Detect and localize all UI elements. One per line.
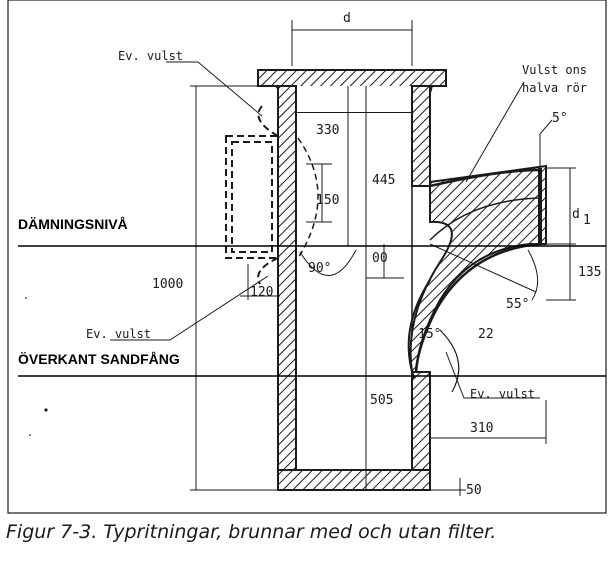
label-ev-vulst-left: Ev. vulst — [86, 327, 151, 341]
label-dim-55deg: 55° — [506, 297, 529, 312]
dimension-lines — [190, 20, 576, 496]
label-dim-505: 505 — [370, 393, 393, 408]
left-side-outlet — [225, 105, 279, 285]
label-overkant-sandfang: ÖVERKANT SANDFÅNG — [18, 351, 180, 367]
label-damningsniva: DÄMNINGSNIVÅ — [18, 216, 128, 232]
label-dim-5deg: 5° — [552, 111, 568, 126]
label-ev-vulst-bottom: Ev. vulst — [470, 387, 535, 401]
label-dim-135: 135 — [578, 265, 601, 280]
label-vulst-right-2: halva rör — [522, 81, 587, 95]
shaft-walls — [257, 69, 447, 491]
label-dim-90deg: 90° — [308, 261, 331, 276]
leader-lines — [110, 61, 540, 399]
label-dim-150: 150 — [316, 193, 339, 208]
label-dim-50: 50 — [466, 483, 482, 498]
label-dim-15deg: 15° — [418, 327, 441, 342]
right-bend-branch — [407, 164, 547, 393]
label-dim-330: 330 — [316, 123, 339, 138]
label-d: d — [343, 11, 351, 26]
speck — [25, 297, 27, 299]
speck — [44, 408, 48, 412]
label-dim-d1-sub: 1 — [583, 213, 591, 228]
inner-bend-outline — [297, 137, 319, 259]
label-dim-120: 120 — [250, 285, 273, 300]
label-dim-00: 00 — [372, 251, 388, 266]
speck — [29, 434, 31, 436]
label-dim-d1: d — [572, 207, 580, 222]
label-dim-22: 22 — [478, 327, 494, 342]
label-dim-1000: 1000 — [152, 277, 183, 292]
label-vulst-right-1: Vulst ons — [522, 63, 587, 77]
label-dim-445: 445 — [372, 173, 395, 188]
label-dim-310: 310 — [470, 421, 493, 436]
label-ev-vulst-top: Ev. vulst — [118, 49, 183, 63]
figure-caption: Figur 7-3. Typritningar, brunnar med och… — [6, 521, 497, 543]
